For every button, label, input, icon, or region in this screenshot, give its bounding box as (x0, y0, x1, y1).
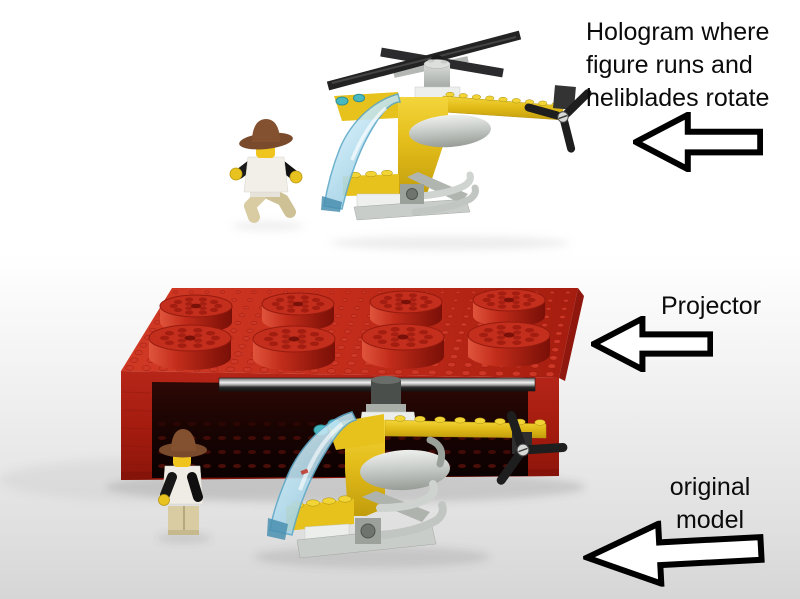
original-model-caption-line2: model (675, 506, 745, 534)
original-helicopter (267, 376, 568, 559)
original-minifigure (158, 429, 207, 535)
original-model-caption-line1: original (669, 473, 751, 501)
hologram-minifigure (229, 119, 303, 223)
hologram-arrow-left-icon (633, 112, 763, 172)
hologram-caption: Hologram where figure runs and heliblade… (586, 16, 769, 115)
projector-caption: Projector (661, 292, 762, 320)
original-model-arrow-left-icon (581, 515, 766, 590)
hologram-helicopter (321, 30, 592, 221)
hologram-caption-line2: figure runs and (586, 51, 753, 79)
projector-arrow-left-icon (591, 316, 713, 372)
hologram-caption-line3: heliblades rotate (586, 84, 770, 112)
hologram-caption-line1: Hologram where (586, 18, 770, 46)
original-model-caption: original model (640, 471, 780, 537)
